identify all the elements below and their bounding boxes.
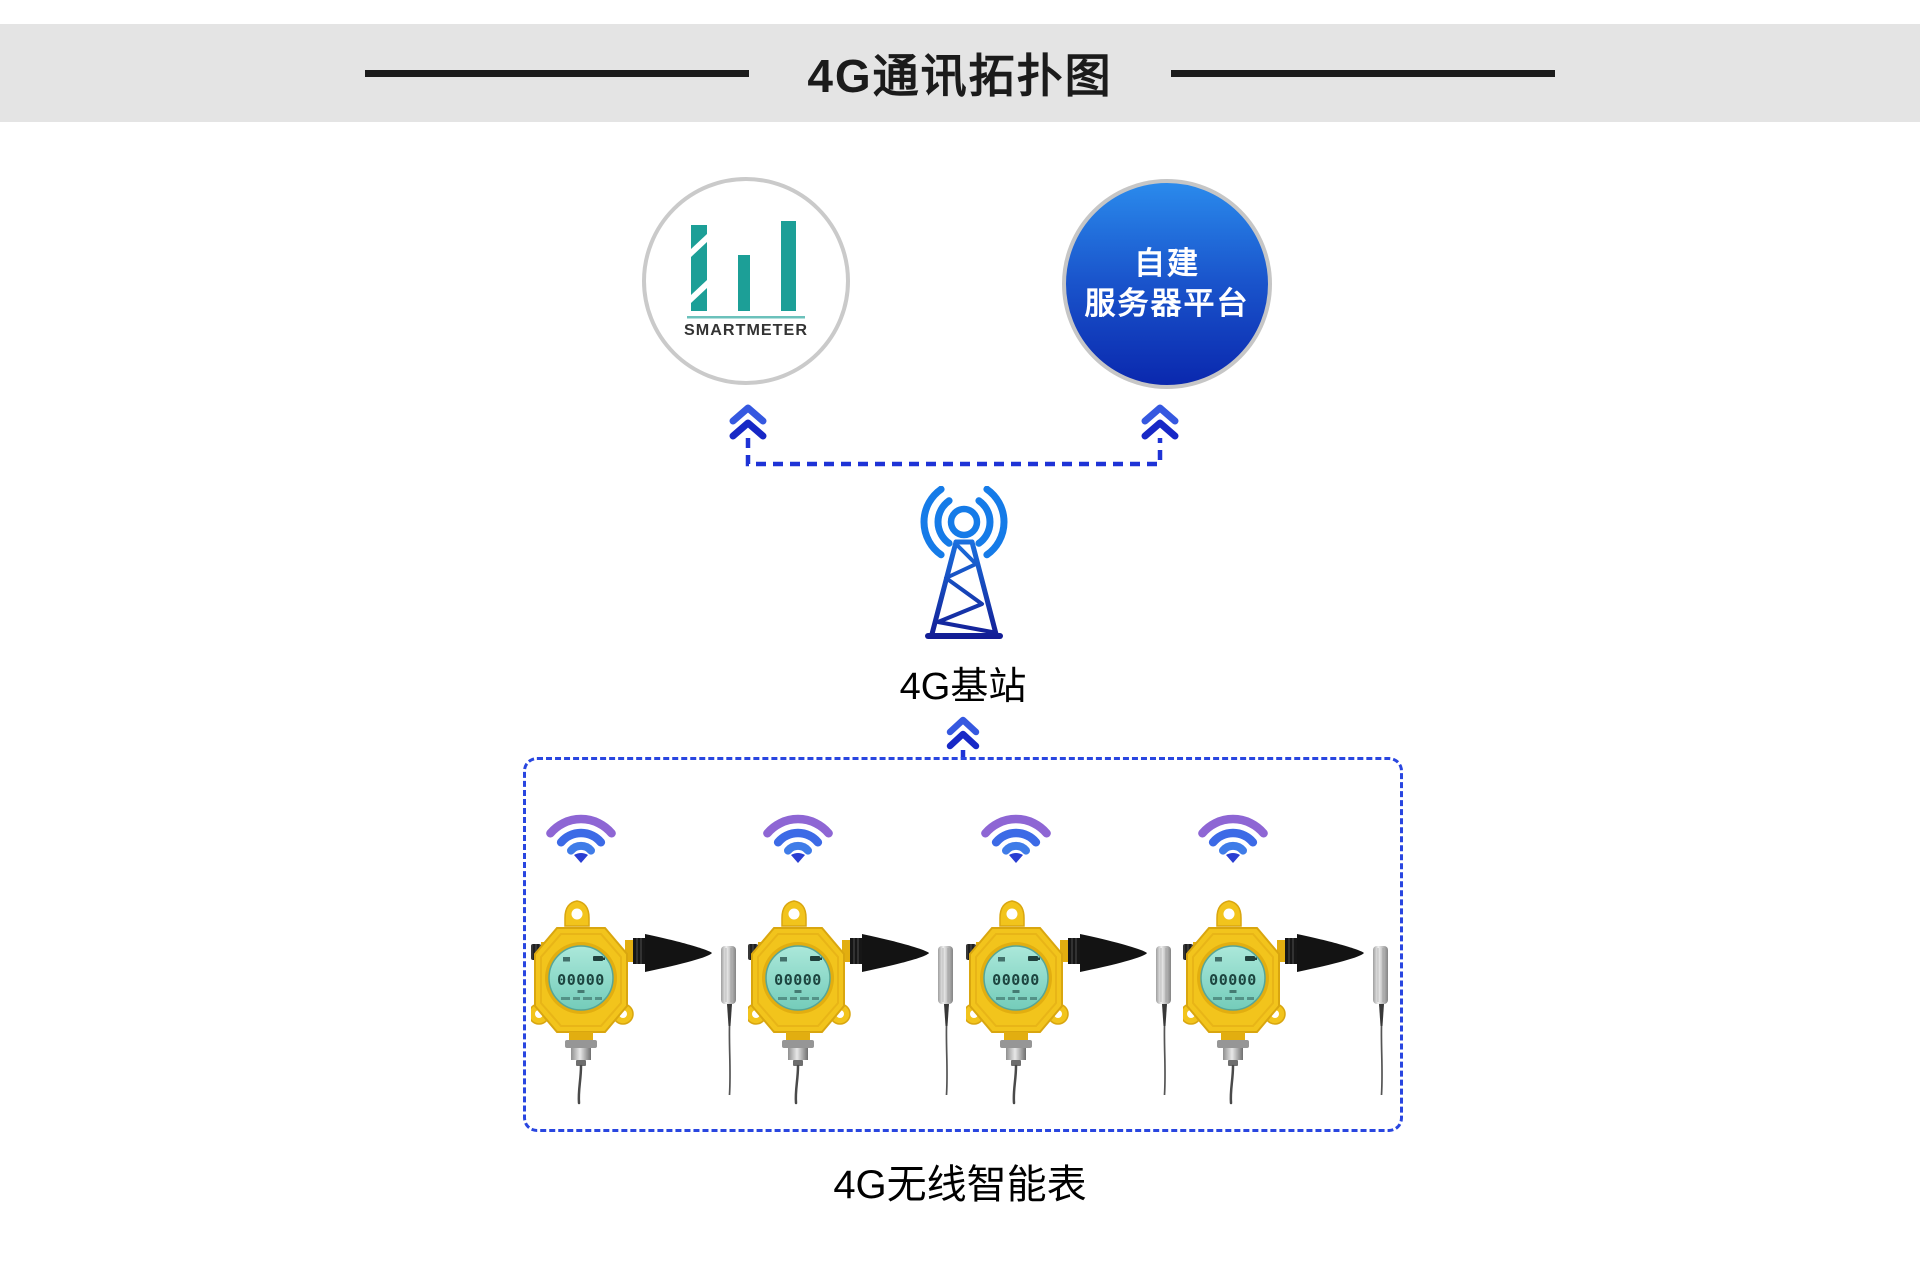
dashed-link-platforms	[745, 438, 1163, 467]
device-column: 00000	[1182, 801, 1395, 1105]
up-arrows-icon	[946, 716, 980, 750]
page-title: 4G通讯拓扑图	[807, 50, 1113, 102]
up-arrows-icon	[729, 404, 767, 440]
header: 4G通讯拓扑图	[0, 24, 1920, 122]
smart-meter-device-icon: 00000	[1182, 900, 1388, 1105]
smart-meter-device-icon: 00000	[965, 900, 1171, 1105]
base-station-label: 4G基站	[899, 666, 1027, 708]
smart-meter-device-icon: 00000	[748, 900, 954, 1105]
wifi-icon	[546, 814, 617, 863]
wifi-icon	[1197, 814, 1268, 863]
smartmeter-logo-icon: SMARTMETER	[684, 221, 808, 339]
wifi-icon	[763, 814, 834, 863]
server-platform-node: 自建 服务器平台	[1062, 179, 1272, 389]
title-rule-left	[365, 69, 750, 77]
device-column: 00000	[748, 801, 960, 1105]
smart-meter-device-icon: 00000	[531, 900, 737, 1105]
server-label-line2: 服务器平台	[1084, 286, 1250, 321]
device-group-box: 00000	[523, 757, 1403, 1132]
lcd-value: 00000	[557, 971, 605, 989]
device-column: 00000	[965, 801, 1178, 1105]
lcd-value: 00000	[775, 971, 823, 989]
server-label-line1: 自建	[1134, 246, 1200, 281]
smartmeter-brand: SMARTMETER	[684, 322, 808, 339]
wifi-icon	[980, 814, 1051, 863]
lcd-value: 00000	[1209, 971, 1257, 989]
base-station-icon	[920, 486, 1008, 639]
up-arrows-icon	[1141, 404, 1179, 440]
title-rule-right	[1170, 69, 1555, 77]
device-column: 00000	[531, 801, 743, 1105]
cloud-platform-node: SMARTMETER	[642, 177, 850, 385]
lcd-value: 00000	[992, 971, 1040, 989]
device-group-label: 4G无线智能表	[833, 1163, 1087, 1207]
